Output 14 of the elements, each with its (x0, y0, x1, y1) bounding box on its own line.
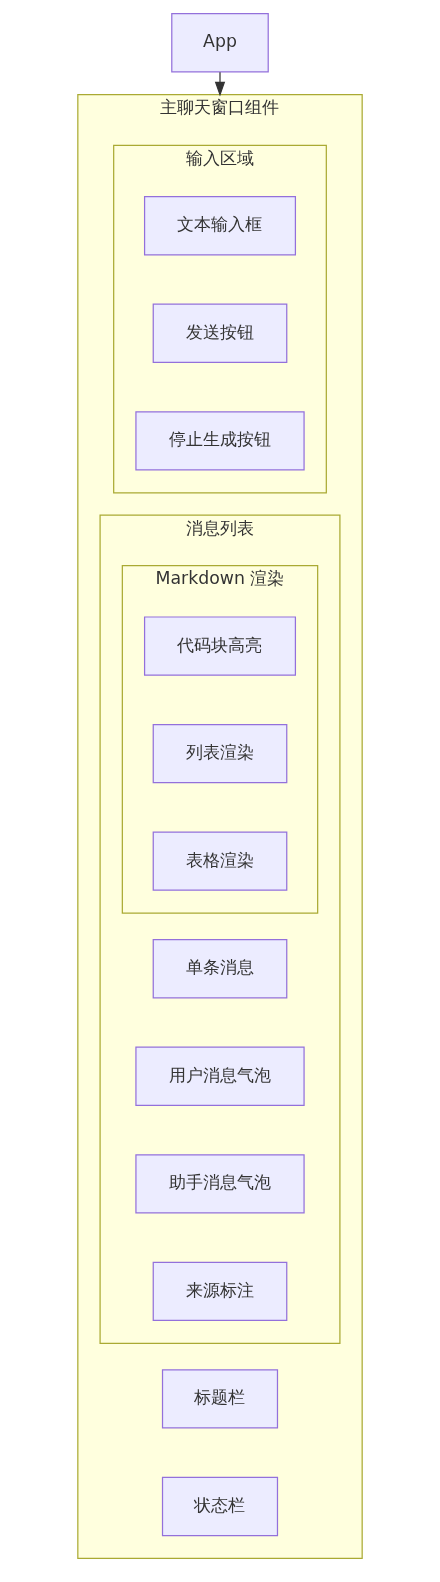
node-box: 单条消息 (152, 939, 288, 999)
node-box: 状态栏 (161, 1476, 279, 1537)
node-box: 标题栏 (161, 1369, 279, 1429)
node-box: 助手消息气泡 (135, 1154, 305, 1214)
node-box: 停止生成按钮 (135, 411, 305, 471)
node-box: 表格渲染 (152, 831, 288, 891)
node-box: App (171, 13, 269, 73)
node-box: 代码块高亮 (143, 616, 297, 676)
node-box: 列表渲染 (152, 723, 288, 784)
node-box: 发送按钮 (152, 303, 288, 363)
node-box: 文本输入框 (143, 196, 297, 256)
node-box: 来源标注 (152, 1261, 288, 1322)
arrow (214, 71, 226, 97)
node-box: 用户消息气泡 (135, 1046, 305, 1106)
